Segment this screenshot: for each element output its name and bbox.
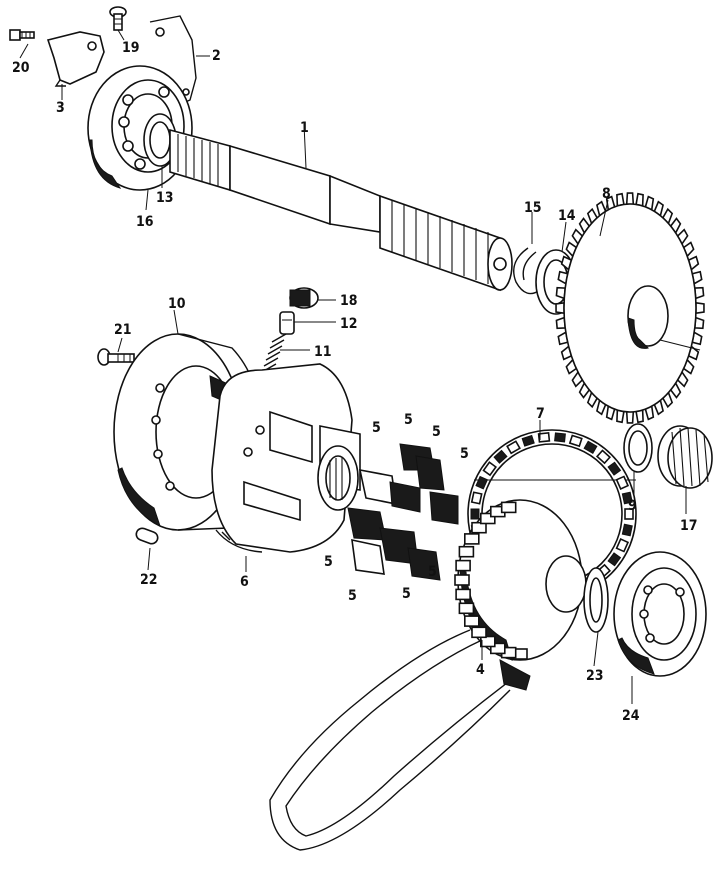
label-3: 3: [56, 100, 65, 116]
circlip-15: [513, 247, 541, 295]
label-9: 9: [628, 498, 637, 514]
sprocket-tooth: [463, 615, 480, 627]
bolt-20: [9, 29, 35, 41]
label-5f: 5: [428, 564, 437, 580]
sprocket-tooth: [500, 501, 517, 514]
chain-link: [615, 538, 630, 553]
chain-link: [583, 440, 598, 454]
bearing-24: [613, 551, 707, 677]
label-15: 15: [524, 200, 542, 216]
chain-link: [470, 491, 483, 505]
callout-labels: 20 19 2 3 1 13 16 15 14 8 10 18 12 21 11…: [12, 40, 698, 724]
label-5e: 5: [324, 554, 333, 570]
sprocket-tooth: [458, 545, 475, 558]
label-4: 4: [476, 662, 485, 678]
gear-tooth: [625, 192, 635, 205]
sprocket-tooth: [489, 642, 506, 655]
label-7: 7: [536, 406, 545, 422]
gear-8: [555, 192, 705, 424]
label-19: 19: [122, 40, 140, 56]
label-2: 2: [212, 48, 221, 64]
label-13: 13: [156, 190, 174, 206]
chain-link: [506, 440, 521, 455]
label-10: 10: [168, 296, 186, 312]
chain-link: [554, 432, 566, 443]
label-8: 8: [602, 186, 611, 202]
sprocket-tooth: [471, 626, 487, 639]
chain-link: [482, 461, 497, 477]
hub-sleeve: [317, 425, 361, 511]
retainer-plate-3: [46, 31, 105, 87]
circlip-23: [583, 567, 609, 633]
clutch-shoes-5: [347, 443, 459, 581]
chain-link: [607, 552, 622, 567]
label-24: 24: [622, 708, 640, 724]
sprocket-tooth: [479, 512, 496, 525]
label-18: 18: [340, 293, 358, 309]
sprocket-tooth: [471, 521, 487, 534]
screw-19: [109, 6, 127, 31]
label-16: 16: [136, 214, 154, 230]
label-1: 1: [300, 120, 309, 136]
cap-18: [289, 287, 319, 309]
sprocket-tooth: [455, 588, 471, 601]
roller-12: [279, 311, 295, 335]
chain-link: [470, 508, 480, 520]
sprocket-tooth: [454, 574, 470, 586]
label-5b: 5: [372, 420, 381, 436]
chain-link: [621, 491, 633, 505]
label-22: 22: [140, 572, 158, 588]
mainshaft-1: [169, 128, 513, 292]
leader-lines: [19, 29, 687, 704]
sprocket-tooth: [458, 602, 475, 615]
label-5c: 5: [432, 424, 441, 440]
chain-link: [607, 461, 622, 476]
chain-link: [493, 449, 508, 464]
gear-tooth: [625, 411, 635, 424]
needle-bearing-17: [657, 425, 713, 489]
gear-tooth: [555, 301, 565, 315]
spring-11: [261, 333, 287, 373]
chain-link: [595, 449, 612, 465]
label-11: 11: [314, 344, 332, 360]
label-5d: 5: [460, 446, 469, 462]
clutch-hub-6: [211, 363, 353, 553]
pin-22: [135, 527, 159, 545]
chain-loop: [269, 629, 531, 851]
ring-9: [623, 423, 653, 473]
sprocket-4: [454, 499, 587, 661]
gear-tooth: [695, 301, 705, 315]
chain-link: [568, 434, 583, 448]
chain-link: [537, 432, 551, 443]
label-6: 6: [240, 574, 249, 590]
sprocket-tooth: [463, 533, 480, 545]
label-14: 14: [558, 208, 576, 224]
label-12: 12: [340, 316, 358, 332]
chain-link: [521, 434, 535, 447]
sprocket-tooth: [479, 635, 496, 648]
chain-link: [621, 523, 633, 537]
sprocket-tooth: [455, 559, 471, 572]
bolt-21: [97, 348, 135, 366]
label-23: 23: [586, 668, 604, 684]
label-20: 20: [12, 60, 30, 76]
chain-link: [624, 508, 634, 520]
label-5h: 5: [402, 586, 411, 602]
chain-link: [475, 475, 489, 490]
chain-link: [615, 475, 630, 490]
label-5a: 5: [404, 412, 413, 428]
label-5g: 5: [348, 588, 357, 604]
label-21: 21: [114, 322, 132, 338]
label-17: 17: [680, 518, 698, 534]
